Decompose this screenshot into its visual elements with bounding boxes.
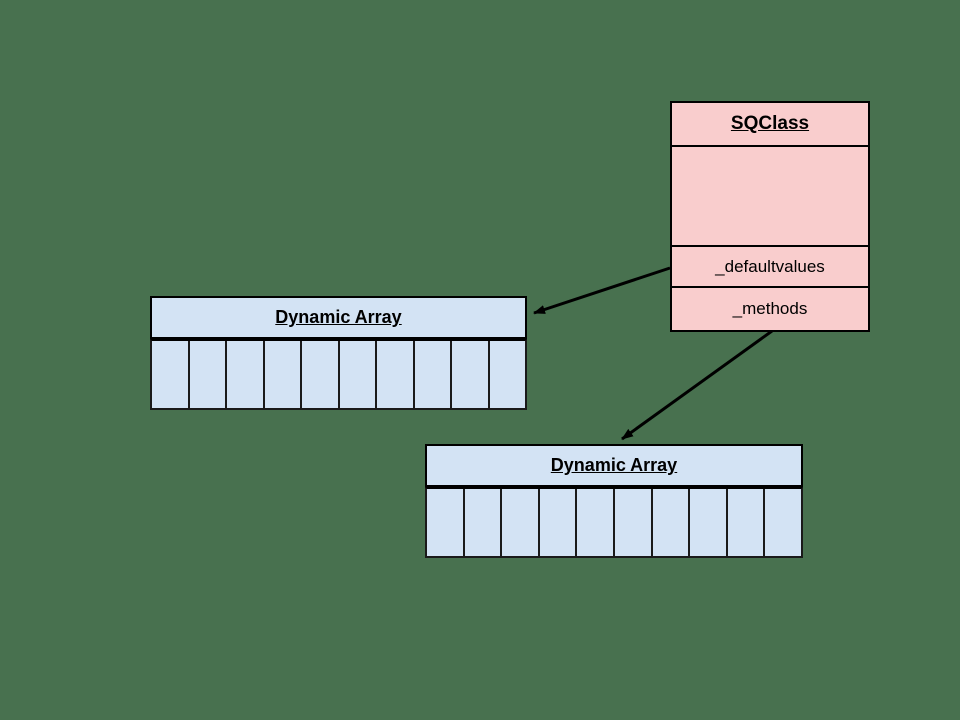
array-cell	[227, 341, 265, 408]
array-cell	[540, 489, 578, 556]
class-box-row-methods: _methods	[732, 299, 808, 318]
array-cell	[452, 341, 490, 408]
array-cell	[377, 341, 415, 408]
array-cell	[577, 489, 615, 556]
array-cell	[502, 489, 540, 556]
arrow-class-to-array-1	[533, 266, 671, 315]
array-1-header: Dynamic Array	[150, 296, 527, 339]
array-cell	[765, 489, 801, 556]
array-cell	[265, 341, 302, 408]
array-cell	[728, 489, 766, 556]
array-cell	[465, 489, 503, 556]
array-cell	[690, 489, 728, 556]
class-box: SQClass _defaultvalues _methods	[670, 101, 870, 332]
array-cell	[490, 341, 526, 408]
array-1-cells	[150, 339, 527, 410]
array-cell	[427, 489, 465, 556]
array-2-cells	[425, 487, 803, 558]
class-box-title: SQClass	[672, 103, 868, 147]
arrow-class-to-array-2	[621, 329, 773, 441]
class-box-row-defaultvalues: _defaultvalues	[672, 247, 868, 288]
array-cell	[615, 489, 653, 556]
array-cell	[653, 489, 691, 556]
class-box-empty-section	[672, 147, 868, 247]
array-cell	[152, 341, 190, 408]
array-cell	[190, 341, 227, 408]
array-cell	[340, 341, 377, 408]
array-cell	[415, 341, 452, 408]
array-cell	[302, 341, 340, 408]
array-2-header: Dynamic Array	[425, 444, 803, 487]
